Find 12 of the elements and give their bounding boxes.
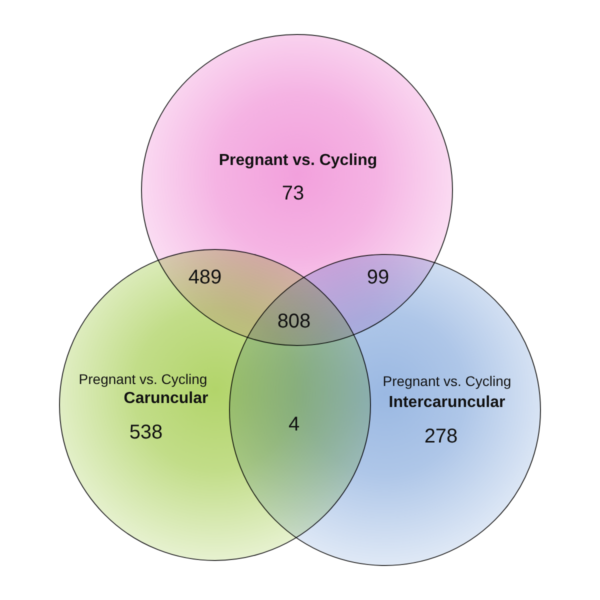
- set-name: Caruncular: [124, 390, 208, 408]
- set-name: Intercaruncular: [388, 394, 506, 412]
- overlap-count: 4: [288, 414, 300, 436]
- count-value: 278: [424, 426, 458, 448]
- count-value: 538: [129, 422, 163, 444]
- overlap-count: 99: [366, 266, 390, 290]
- overlap-count: 808: [277, 310, 311, 334]
- overlap-count: 489: [188, 266, 222, 290]
- set-comparison-label: Pregnant vs. Cycling: [78, 371, 208, 387]
- set-name: Pregnant vs. Cycling: [218, 152, 378, 170]
- count-value: 73: [282, 182, 304, 206]
- set-comparison-label: Pregnant vs. Cycling: [382, 373, 512, 389]
